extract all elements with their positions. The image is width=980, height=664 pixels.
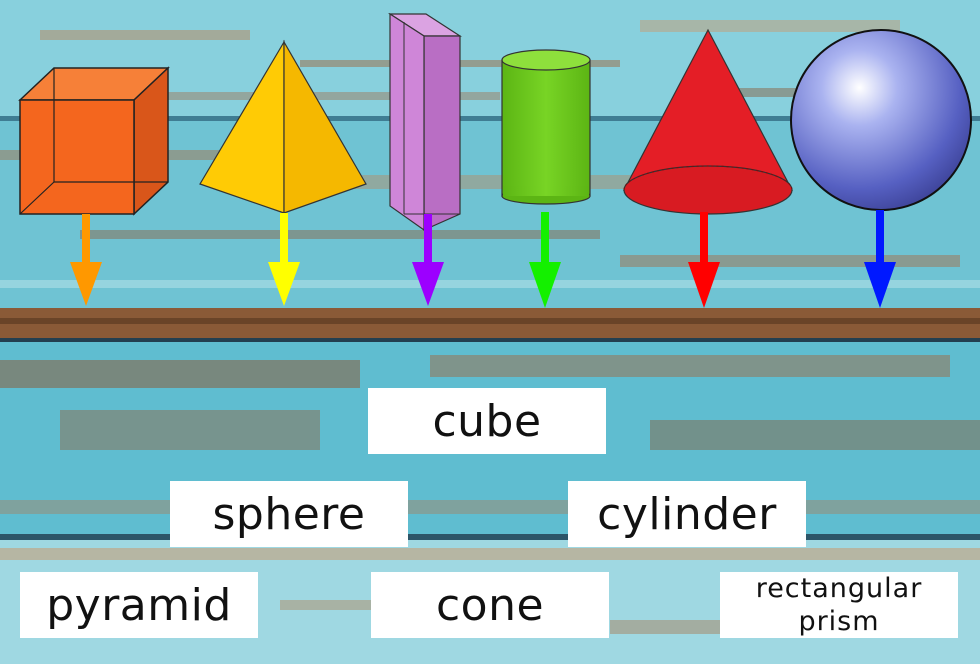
cone-shape — [623, 28, 793, 215]
label-card-pyramid[interactable]: pyramid — [20, 572, 258, 638]
label-cone-text: cone — [435, 579, 545, 631]
pyramid-shape — [199, 39, 367, 214]
label-cylinder-text: cylinder — [597, 488, 777, 540]
label-cube-text: cube — [432, 395, 542, 447]
label-prism-text: prism — [798, 606, 880, 637]
label-card-rectangular-prism[interactable]: rectangular prism — [720, 572, 958, 638]
label-card-sphere[interactable]: sphere — [170, 481, 408, 547]
label-rectangular-text: rectangular — [755, 573, 923, 604]
label-pyramid-text: pyramid — [46, 579, 232, 631]
rectangular-prism-shape — [387, 12, 463, 232]
cube-shape — [18, 66, 170, 216]
label-card-cone[interactable]: cone — [371, 572, 609, 638]
label-sphere-text: sphere — [212, 488, 366, 540]
label-card-cylinder[interactable]: cylinder — [568, 481, 806, 547]
sphere-arrow-icon — [864, 210, 896, 308]
rectangular-prism-arrow-icon — [412, 214, 444, 306]
sphere-shape — [790, 29, 972, 211]
cube-arrow-icon — [70, 214, 102, 306]
label-card-cube[interactable]: cube — [368, 388, 606, 454]
cone-arrow-icon — [688, 212, 720, 308]
cylinder-shape — [501, 49, 591, 205]
pyramid-arrow-icon — [268, 213, 300, 306]
cylinder-arrow-icon — [529, 212, 561, 308]
